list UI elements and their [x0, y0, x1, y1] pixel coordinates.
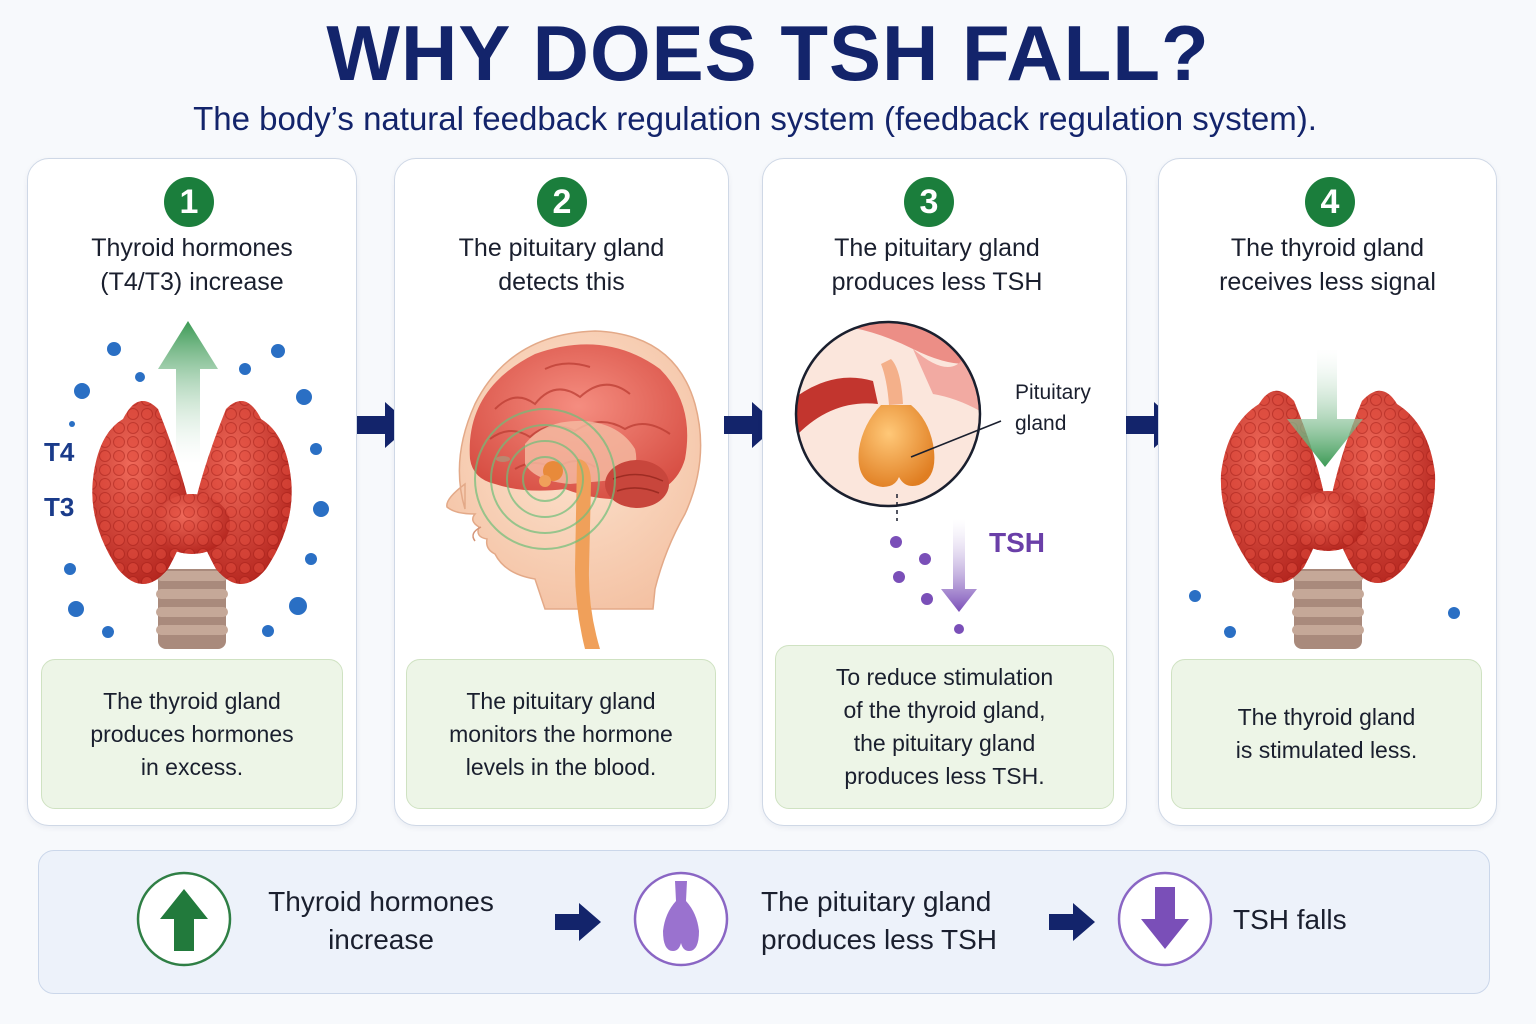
step-card-3: 3 The pituitary gland produces less TSH [762, 158, 1127, 826]
pituitary-icon [633, 871, 729, 967]
pituitary-callout-label: Pituitary gland [1015, 381, 1091, 435]
summary-bar: Thyroid hormones increase The pituitary … [38, 850, 1490, 994]
pituitary-closeup-illustration: TSH [794, 320, 1002, 634]
tsh-label: TSH [989, 527, 1045, 558]
step-caption: The thyroid gland produces hormones in e… [41, 659, 343, 809]
step-title: The thyroid gland receives less signal [1219, 234, 1436, 296]
summary-item-less-tsh: The pituitary gland produces less TSH [761, 886, 998, 955]
increase-arrow-icon [158, 321, 218, 464]
summary-item-hormones-increase: Thyroid hormones increase [268, 886, 494, 955]
page-title: WHY DOES TSH FALL? [326, 9, 1210, 97]
hormone-dots [64, 342, 329, 638]
step-card-2: 2 The pituitary gland detects this [394, 158, 729, 826]
step-card-4: 4 The thyroid gland receives less signal [1158, 158, 1497, 826]
step-title: The pituitary gland produces less TSH [831, 234, 1043, 296]
trachea-icon [1292, 569, 1364, 649]
step-caption: The thyroid gland is stimulated less. [1171, 659, 1482, 809]
t4-label: T4 [44, 437, 75, 467]
step-caption: The pituitary gland monitors the hormone… [406, 659, 716, 809]
flow-arrow-icon [1049, 903, 1095, 941]
tsh-down-arrow-icon [941, 519, 977, 612]
t3-label: T3 [44, 492, 74, 522]
signal-waves-icon [474, 408, 616, 550]
step-caption: To reduce stimulation of the thyroid gla… [775, 645, 1114, 809]
step-card-1: 1 Thyroid hormones (T4/T3) increase [27, 158, 357, 826]
up-arrow-icon [136, 871, 232, 967]
step-title: The pituitary gland detects this [458, 234, 665, 296]
step-number-badge: 1 [164, 177, 214, 227]
thyroid-gland-illustration [1189, 349, 1460, 649]
down-arrow-icon [1117, 871, 1213, 967]
hormone-dots [1189, 590, 1460, 638]
flow-arrow-icon [555, 903, 601, 941]
thyroid-gland-illustration: T4 T3 [44, 321, 329, 649]
step-number-badge: 3 [904, 177, 954, 227]
trachea-icon [156, 569, 228, 649]
step-number-badge: 2 [537, 177, 587, 227]
summary-item-tsh-falls: TSH falls [1233, 904, 1347, 935]
step-number-badge: 4 [1305, 177, 1355, 227]
tsh-dots [890, 536, 964, 634]
decrease-arrow-icon [1287, 349, 1363, 467]
step-title: Thyroid hormones (T4/T3) increase [91, 234, 293, 296]
page-subtitle: The body’s natural feedback regulation s… [193, 100, 1317, 137]
head-brain-illustration [446, 330, 702, 649]
